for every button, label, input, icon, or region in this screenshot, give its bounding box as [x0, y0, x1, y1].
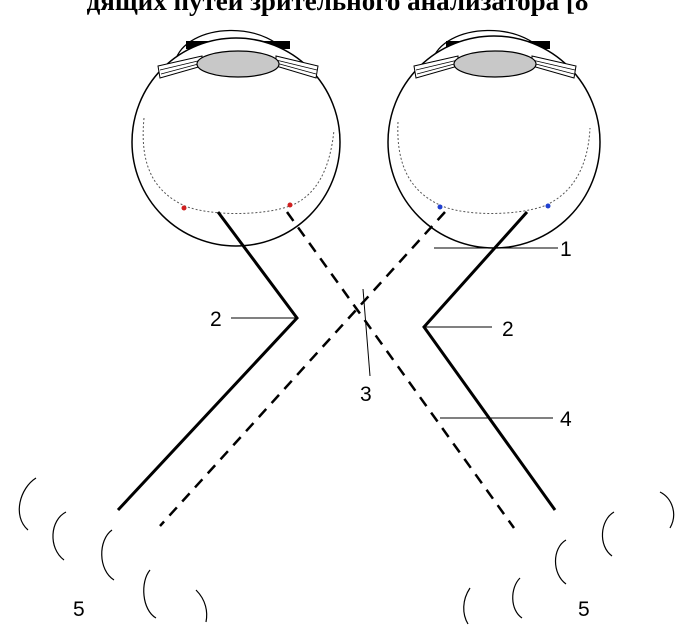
left-eye-retina-marker-nasal	[287, 202, 293, 208]
leader-3	[362, 288, 371, 377]
left-eyeball	[131, 29, 341, 247]
left-uncrossed-fibers	[116, 211, 299, 512]
right-visual-cortex	[463, 491, 675, 625]
label-2-left: 2	[210, 308, 222, 331]
left-eye-iris-right	[262, 41, 290, 49]
label-1: 1	[560, 238, 572, 261]
left-eye-lens	[196, 50, 280, 78]
right-eye-retina-marker-nasal	[545, 203, 551, 209]
left-crossed-fibers	[285, 211, 516, 529]
label-4: 4	[560, 408, 572, 431]
right-eyeball	[387, 29, 601, 249]
right-eye-retina-marker-temporal	[437, 204, 443, 210]
label-5-right: 5	[578, 598, 590, 621]
right-crossed-fibers	[159, 211, 446, 527]
label-5-left: 5	[73, 598, 85, 621]
right-eye-lens	[453, 50, 537, 78]
diagram-title: дящих путей зрительного анализатора [8	[86, 0, 589, 16]
right-uncrossed-fibers	[422, 210, 557, 511]
right-eye-retina	[397, 121, 591, 214]
left-eye-retina-marker-temporal	[181, 205, 187, 211]
leader-lines	[231, 247, 558, 419]
left-eye-retina	[142, 117, 335, 214]
left-visual-cortex	[18, 477, 208, 623]
left-eye-sclera	[131, 37, 341, 247]
label-3: 3	[360, 383, 372, 406]
optic-pathways	[116, 210, 557, 529]
label-2-right: 2	[502, 318, 514, 341]
